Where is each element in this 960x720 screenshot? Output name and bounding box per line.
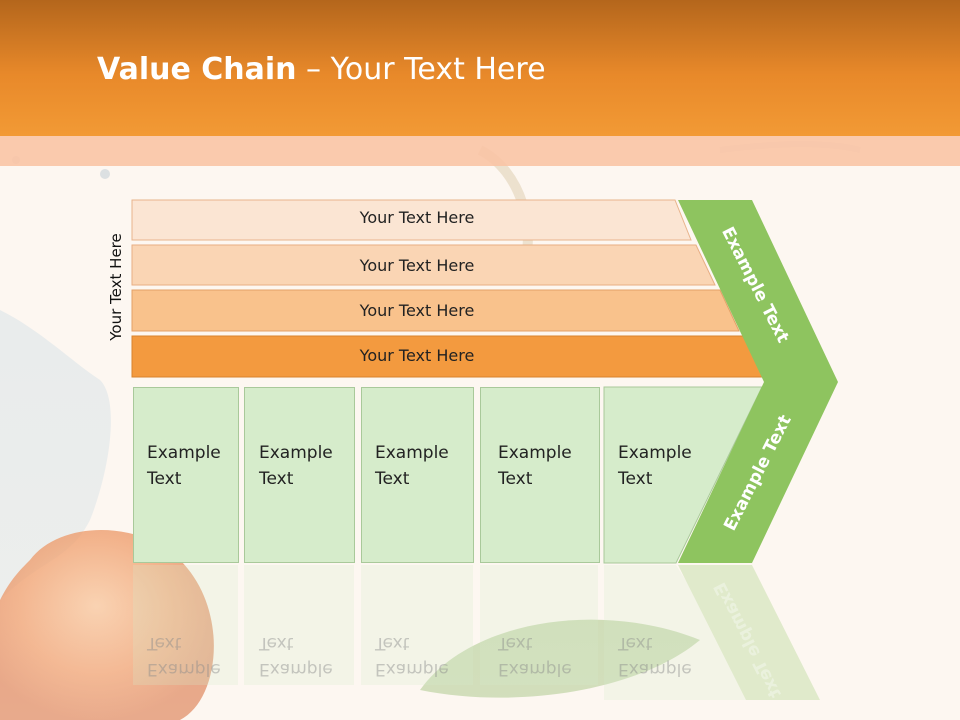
box-2-line2: Text bbox=[259, 469, 294, 489]
header-band bbox=[0, 136, 960, 166]
box-4-line1: Example bbox=[498, 443, 572, 463]
box-5-shape bbox=[603, 386, 763, 564]
bar-1-label: Your Text Here bbox=[359, 208, 475, 227]
bar-4-label: Your Text Here bbox=[359, 346, 475, 365]
box-2-line1: Example bbox=[259, 443, 333, 463]
box-1-line1: Example bbox=[147, 443, 221, 463]
bar-2-shape bbox=[131, 244, 716, 286]
box-1-line2: Text bbox=[147, 469, 182, 489]
box-4-line2: Text bbox=[498, 469, 533, 489]
title-rest: – Your Text Here bbox=[296, 52, 546, 87]
box-3-line2: Text bbox=[375, 469, 410, 489]
bar-1-shape bbox=[131, 199, 692, 241]
header-bar bbox=[0, 0, 960, 136]
chevron-arrow-shape bbox=[678, 200, 838, 563]
reflection-group bbox=[133, 565, 820, 700]
slide-title: Value Chain – Your Text Here bbox=[97, 52, 546, 87]
box-1 bbox=[133, 387, 239, 563]
bar-2-label: Your Text Here bbox=[359, 256, 475, 275]
box-3 bbox=[361, 387, 474, 563]
box-2 bbox=[244, 387, 355, 563]
title-bold: Value Chain bbox=[97, 52, 297, 87]
box-5-line1: Example bbox=[618, 443, 692, 463]
bar-3-label: Your Text Here bbox=[359, 301, 475, 320]
box-5-line2: Text bbox=[618, 469, 653, 489]
box-4 bbox=[480, 387, 600, 563]
bar-3-shape bbox=[131, 289, 740, 332]
box-3-line1: Example bbox=[375, 443, 449, 463]
